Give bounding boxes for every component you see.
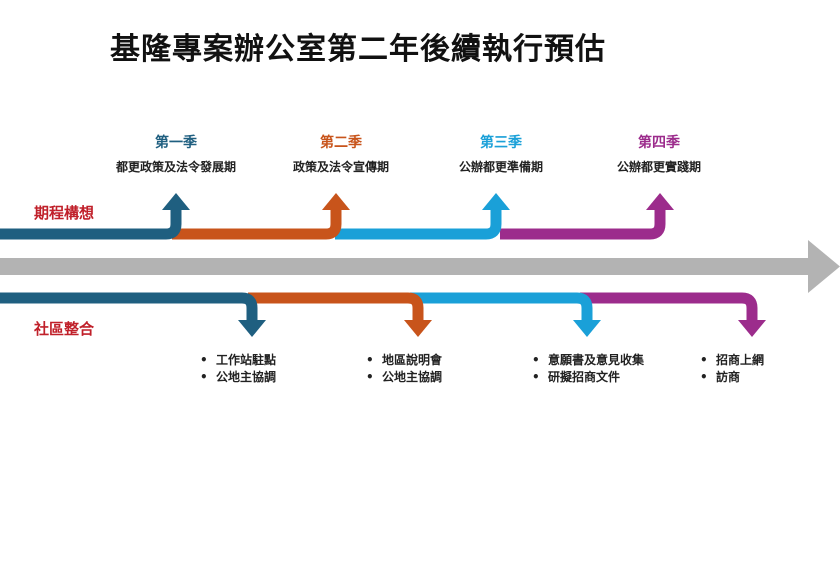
list-item: 研擬招商文件 (532, 369, 644, 386)
phase-description: 政策及法令宣傳期 (292, 160, 389, 174)
phase-q3: 第三季 公辦都更準備期 (416, 132, 586, 175)
community-arrow-q1 (0, 292, 266, 337)
community-row-label: 社區整合 (34, 320, 95, 338)
page-title: 基隆專案辦公室第二年後續執行預估 (110, 32, 606, 67)
task-list-q2: 地區說明會 公地主協調 (366, 352, 442, 386)
plan-arrow-q2 (172, 193, 350, 240)
list-item: 招商上網 (700, 352, 764, 369)
list-item: 地區說明會 (366, 352, 442, 369)
phase-description: 公辦都更實踐期 (616, 160, 701, 174)
phase-description: 都更政策及法令發展期 (115, 160, 236, 174)
task-list-q1: 工作站駐點 公地主協調 (200, 352, 276, 386)
phase-q4: 第四季 公辦都更實踐期 (574, 132, 744, 175)
list-item: 公地主協調 (200, 369, 276, 386)
list-item: 意願書及意見收集 (532, 352, 644, 369)
phase-q1: 第一季 都更政策及法令發展期 (91, 132, 261, 175)
community-track (0, 292, 766, 337)
list-item: 訪商 (700, 369, 764, 386)
main-timeline-arrow (0, 240, 840, 293)
plan-row-label: 期程構想 (34, 204, 95, 222)
list-item: 公地主協調 (366, 369, 442, 386)
phase-quarter: 第三季 (480, 135, 522, 151)
phase-q2: 第二季 政策及法令宣傳期 (256, 132, 426, 175)
community-arrow-q4 (580, 292, 766, 337)
plan-arrow-q1 (0, 193, 190, 240)
list-item: 工作站駐點 (200, 352, 276, 369)
task-list-q3: 意願書及意見收集 研擬招商文件 (532, 352, 644, 386)
phase-quarter: 第四季 (638, 135, 680, 151)
plan-arrow-q3 (335, 193, 510, 240)
phase-quarter: 第一季 (155, 135, 197, 151)
phase-description: 公辦都更準備期 (458, 160, 543, 174)
community-arrow-q3 (410, 292, 601, 337)
task-list-q4: 招商上網 訪商 (700, 352, 764, 386)
phase-quarter: 第二季 (320, 135, 362, 151)
plan-track (0, 193, 674, 240)
community-arrow-q2 (248, 292, 432, 337)
plan-arrow-q4 (500, 193, 674, 240)
